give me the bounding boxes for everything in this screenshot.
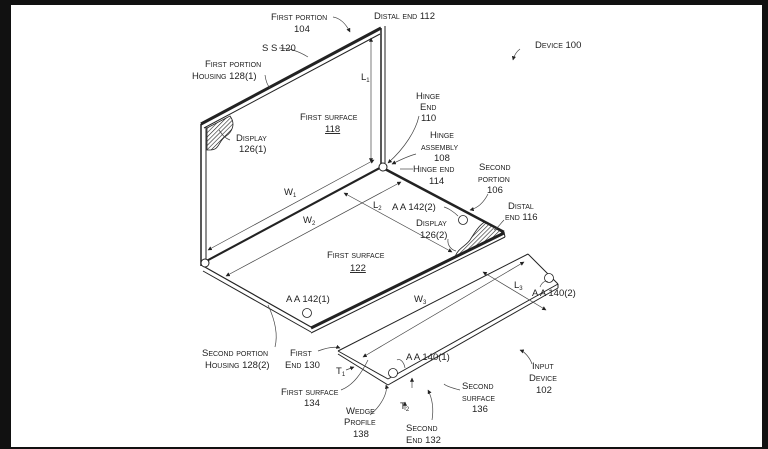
label-first-portion: First portion [271, 12, 327, 23]
device-drawing: First portion 104 Distal end 112 S S 120… [192, 11, 581, 446]
label-w2: W2 [303, 215, 316, 227]
label-hinge-end: End [420, 102, 436, 113]
label-aa-142-1: A A 142(1) [286, 294, 330, 305]
label-w3: W3 [414, 294, 427, 306]
label-second-portion-portion: portion [478, 174, 510, 185]
label-first-surface-3: First surface [281, 387, 339, 398]
label-hinge-end-110: 110 [421, 113, 436, 124]
aa-140-1-circle [388, 368, 398, 378]
label-first-surface-122: 122 [350, 263, 366, 274]
leader-lines [218, 16, 549, 421]
label-display-126-1: 126(1) [239, 144, 266, 155]
aa-142-1-circle [302, 308, 312, 318]
label-device-100: Device 100 [535, 40, 581, 51]
label-hinge-assembly: assembly [421, 142, 459, 153]
label-device: Device [529, 373, 557, 384]
label-l2: L2 [373, 200, 382, 212]
display-126-1-hatch [206, 115, 234, 151]
label-first-surface-118: 118 [325, 124, 340, 135]
label-l3: L3 [514, 280, 523, 292]
label-hinge-end-114-num: 114 [429, 176, 444, 187]
label-first-surface-134: 134 [304, 398, 320, 409]
label-hinge-end-114: Hinge end [413, 164, 454, 175]
dimension-lines [207, 37, 547, 358]
label-first-end-130: End 130 [285, 360, 320, 371]
label-second-end-132: End 132 [406, 435, 441, 446]
label-distal-end-112: Distal end 112 [374, 11, 435, 22]
label-aa-140-2: A A 140(2) [532, 288, 576, 299]
label-aa-140-1: A A 140(1) [406, 352, 450, 363]
label-profile: Profile [344, 417, 376, 428]
label-second-portion: Second [479, 162, 511, 173]
dim-l3 [482, 271, 547, 311]
label-t1: T1 [336, 366, 346, 378]
label-second-surface-surface: surface [462, 393, 495, 404]
label-t2: T2 [400, 401, 410, 413]
label-first-surface: First surface [300, 112, 358, 123]
patent-figure-canvas: First portion 104 Distal end 112 S S 120… [11, 5, 762, 447]
label-wedge: Wedge [346, 406, 375, 417]
label-distal-end-116: end 116 [505, 212, 538, 223]
label-input-device-102: 102 [536, 385, 552, 396]
label-display-2: Display [416, 218, 447, 229]
display-126-2-hatch [454, 221, 504, 258]
label-w1: W1 [284, 187, 297, 199]
label-l1: L1 [361, 72, 370, 84]
label-second: Second [406, 423, 438, 434]
label-first-end: First [290, 348, 312, 359]
label-hinge: Hinge [416, 91, 440, 102]
label-wedge-profile-138: 138 [353, 429, 369, 440]
label-first-surface-2: First surface [327, 250, 385, 261]
label-hinge-assembly-108: 108 [434, 153, 450, 164]
label-first-portion-housing: First portion [205, 59, 261, 70]
label-distal: Distal [508, 201, 534, 212]
label-housing-128-1: Housing 128(1) [192, 71, 257, 82]
labels: First portion 104 Distal end 112 S S 120… [192, 11, 581, 446]
label-display: Display [236, 133, 267, 144]
hinge-left-circle [200, 258, 210, 268]
label-second-surface-136: 136 [472, 404, 488, 415]
label-second-portion-106: 106 [487, 185, 503, 196]
aa-142-2-circle [458, 215, 468, 225]
label-ss-120: S S 120 [262, 43, 296, 54]
label-first-portion-num: 104 [294, 24, 310, 35]
label-second-portion-housing: Second portion [202, 348, 268, 359]
dim-l2 [343, 192, 453, 253]
label-input: Input [532, 361, 554, 372]
label-second-surface: Second [462, 381, 494, 392]
hinge-end-110-circle [378, 162, 388, 172]
label-display-126-2: 126(2) [420, 230, 447, 241]
label-housing-128-2: Housing 128(2) [205, 360, 270, 371]
label-aa-142-2: A A 142(2) [392, 202, 436, 213]
label-hinge-assembly-hinge: Hinge [430, 130, 454, 141]
